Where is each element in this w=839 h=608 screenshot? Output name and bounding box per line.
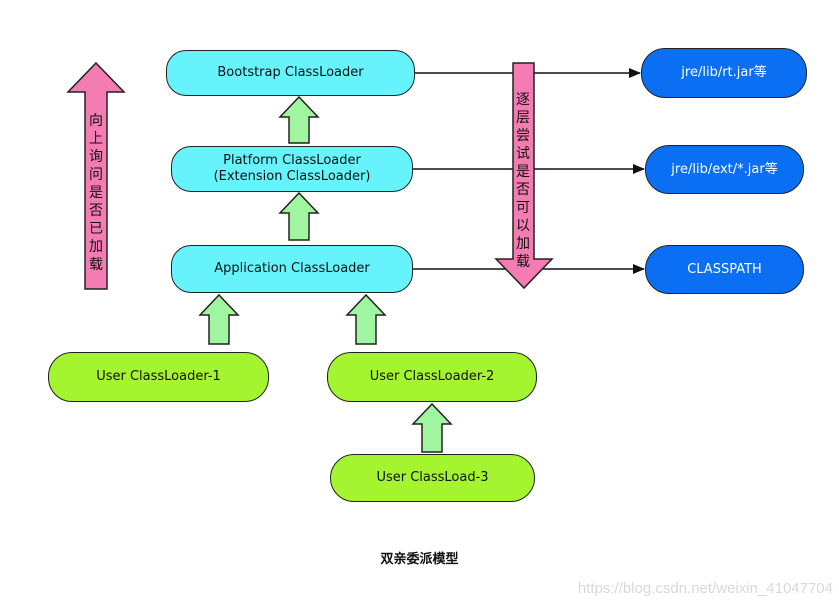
rt-jar-node: jre/lib/rt.jar等	[641, 48, 807, 98]
platform-classloader-node: Platform ClassLoader (Extension ClassLoa…	[171, 146, 413, 192]
watermark: https://blog.csdn.net/weixin_41047704	[577, 580, 833, 597]
user-classloader-1-node: User ClassLoader-1	[48, 352, 269, 402]
pink-up-arrow	[66, 61, 126, 290]
application-classloader-node: Application ClassLoader	[171, 245, 413, 293]
down-arrow-label: 逐层尝试是否可以加载	[516, 92, 530, 270]
up-arrow-user1-to-application	[198, 293, 240, 345]
up-arrow-user2-to-application	[345, 293, 387, 345]
pink-down-arrow	[494, 62, 554, 290]
bootstrap-classloader-node: Bootstrap ClassLoader	[166, 50, 415, 96]
classpath-node: CLASSPATH	[645, 245, 804, 294]
up-arrow-application-to-platform	[278, 191, 320, 241]
user-classload-3-node: User ClassLoad-3	[330, 454, 535, 502]
up-arrow-label: 向上询问是否已加载	[89, 113, 103, 273]
up-arrow-user3-to-user2	[411, 402, 453, 453]
diagram-caption: 双亲委派模型	[380, 552, 459, 567]
ext-jar-node: jre/lib/ext/*.jar等	[645, 145, 804, 194]
user-classloader-2-node: User ClassLoader-2	[327, 352, 537, 402]
up-arrow-platform-to-bootstrap	[278, 95, 320, 144]
